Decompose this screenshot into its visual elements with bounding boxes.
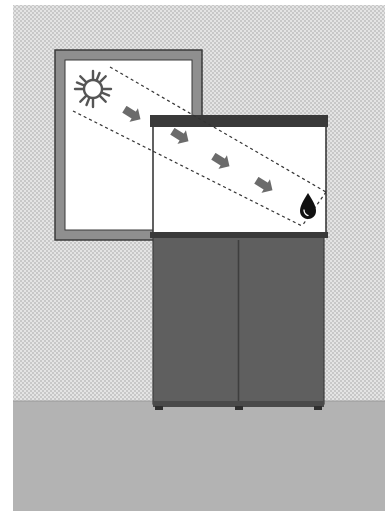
- tank-base-trim: [150, 232, 328, 238]
- cabinet-foot: [314, 406, 322, 410]
- sun-icon: [75, 71, 111, 107]
- aquarium-cabinet: [153, 237, 324, 410]
- tank-lid: [150, 115, 328, 127]
- floor: [13, 401, 385, 511]
- cabinet-foot: [155, 406, 163, 410]
- cabinet-foot: [235, 406, 243, 410]
